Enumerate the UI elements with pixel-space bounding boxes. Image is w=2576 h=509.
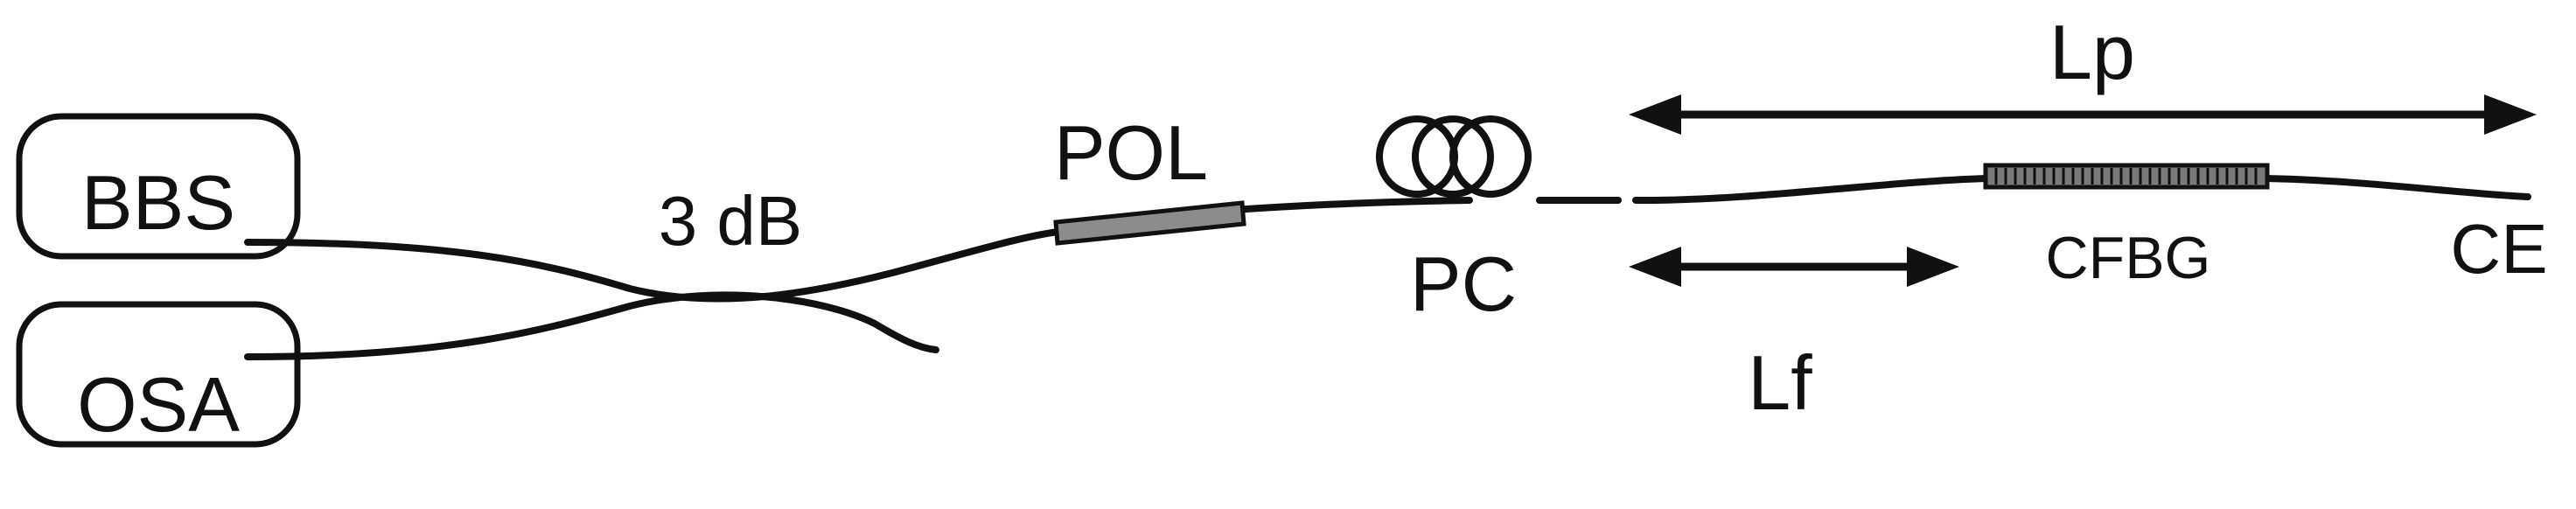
coupler-label: 3 dB [659,182,803,260]
fiber-osa-to-coupler [244,291,939,360]
ce-label: CE [2450,210,2547,288]
fiber-bbs-to-pol [244,228,1062,303]
bbs-box [16,113,301,260]
cfbg-label: CFBG [2046,225,2211,291]
lf-arrow [1629,247,1959,287]
lf-label: Lf [1748,339,1812,426]
osa-box [16,301,301,448]
polarizer-element [1053,200,1246,246]
bbs-label: BBS [81,159,235,246]
pol-label: POL [1054,109,1208,196]
polarization-controller-icon [1376,115,1532,198]
lp-arrow [1629,94,2537,135]
cfbg-grating [1983,163,2270,190]
fiber-pol-to-pc [1230,197,1473,213]
pc-label: PC [1410,241,1517,327]
osa-label: OSA [77,361,240,448]
lp-label: Lp [2049,9,2135,95]
